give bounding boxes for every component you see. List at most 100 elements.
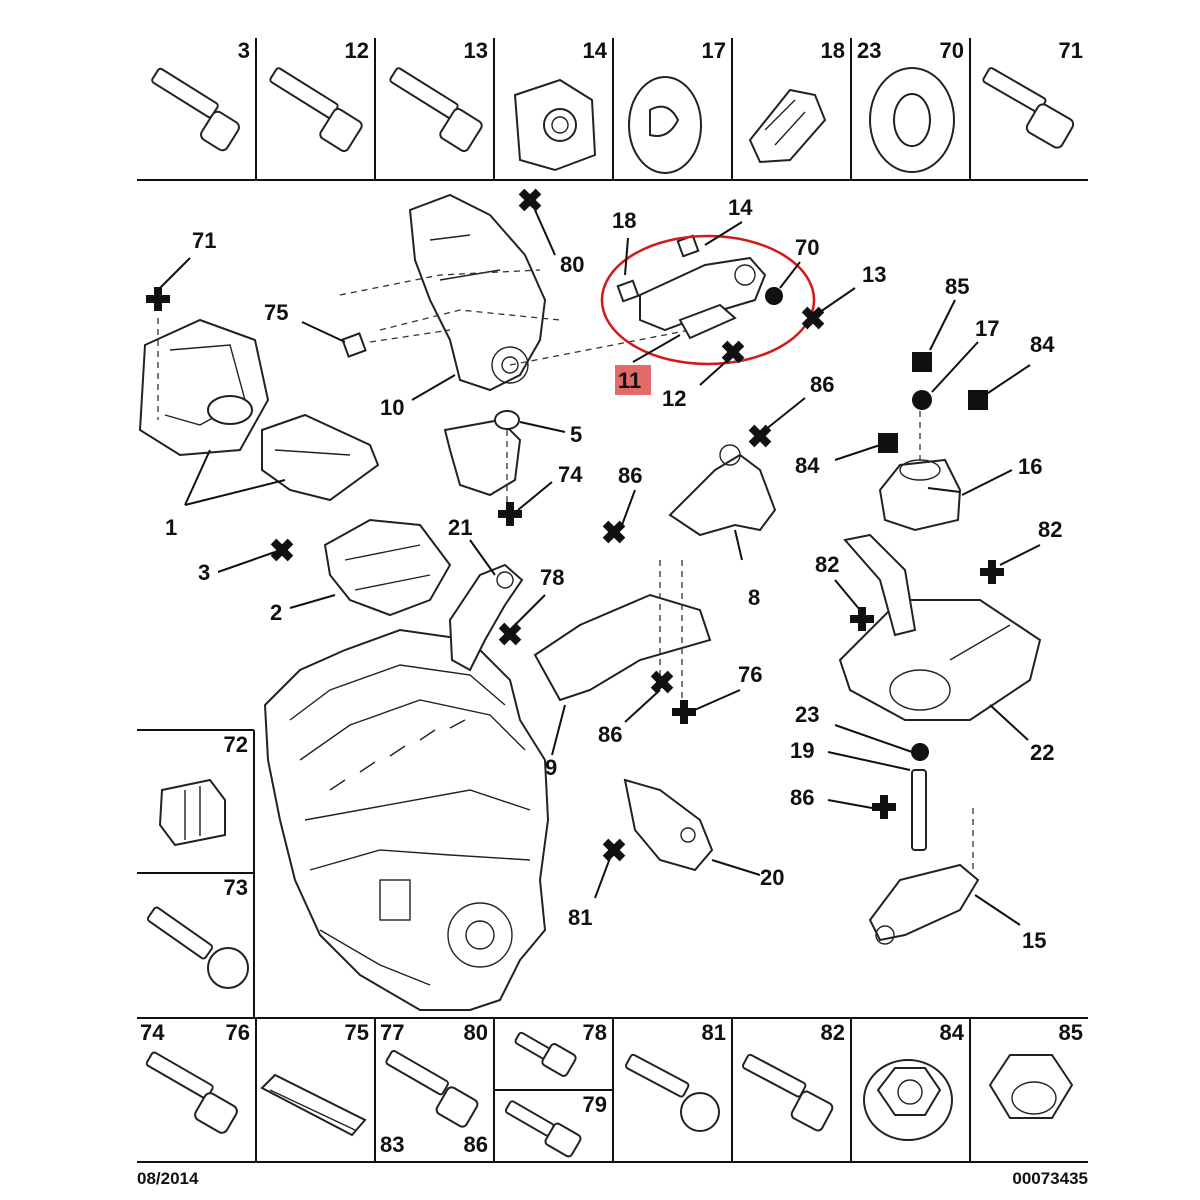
- bottom-label: 79: [583, 1092, 607, 1117]
- square-marker: [968, 390, 988, 410]
- callout-8: 8: [748, 585, 760, 610]
- stud-19: [911, 743, 974, 870]
- callout-86-d: 86: [790, 785, 814, 810]
- plus-marker: [498, 502, 522, 526]
- bracket-20: [623, 778, 714, 872]
- callout-82-a: 82: [1038, 517, 1062, 542]
- callout-19: 19: [790, 738, 814, 763]
- support-plate-22: [838, 533, 1042, 721]
- callouts: 71 75 80 10 5 74 18 14 70 13 11 12 86 85…: [165, 195, 1062, 953]
- flat-washer-icon: [869, 67, 955, 173]
- plus-marker: [850, 607, 874, 631]
- part-11-highlight: [615, 365, 651, 395]
- top-label: 23: [857, 38, 881, 63]
- callout-81: 81: [568, 905, 592, 930]
- cross-marker: [602, 838, 626, 862]
- heat-shield-9: [533, 560, 712, 705]
- bracket-15: [868, 863, 980, 945]
- callout-86-c: 86: [598, 722, 622, 747]
- bottom-label: 85: [1059, 1020, 1083, 1045]
- callout-23: 23: [795, 702, 819, 727]
- plus-marker: [980, 560, 1004, 584]
- leader-lines: [159, 209, 1041, 926]
- bolt-icon: [151, 67, 240, 152]
- callout-85: 85: [945, 274, 969, 299]
- bottom-label: 77: [380, 1020, 404, 1045]
- callout-14: 14: [728, 195, 753, 220]
- callout-86-a: 86: [810, 372, 834, 397]
- callout-3: 3: [198, 560, 210, 585]
- callout-84-b: 84: [795, 453, 820, 478]
- callout-2: 2: [270, 600, 282, 625]
- callout-84-a: 84: [1030, 332, 1055, 357]
- callout-15: 15: [1022, 928, 1046, 953]
- callout-17: 17: [975, 316, 999, 341]
- cross-marker: [801, 306, 825, 330]
- callout-20: 20: [760, 865, 784, 890]
- bottom-label: 74: [140, 1020, 165, 1045]
- callout-70: 70: [795, 235, 819, 260]
- bottom-label: 78: [583, 1020, 607, 1045]
- callout-12: 12: [662, 386, 686, 411]
- callout-9: 9: [545, 755, 557, 780]
- clip-nut-icon: [513, 78, 597, 172]
- engine-support-bracket: [408, 193, 547, 392]
- clip-icon: [748, 88, 827, 164]
- hex-nut-icon: [988, 1054, 1074, 1119]
- bracket-21: [448, 563, 524, 672]
- callout-74: 74: [558, 462, 583, 487]
- callout-22: 22: [1030, 740, 1054, 765]
- square-marker: [912, 352, 932, 372]
- bottom-label: 82: [821, 1020, 845, 1045]
- callout-80: 80: [560, 252, 584, 277]
- footer-ref: 00073435: [1012, 1169, 1088, 1188]
- connector-bracket: [261, 413, 380, 502]
- cross-marker: [721, 340, 745, 364]
- plus-marker: [872, 795, 896, 819]
- top-label: 18: [821, 38, 845, 63]
- top-label: 70: [940, 38, 964, 63]
- callout-71: 71: [192, 228, 216, 253]
- highlight-ring: [600, 234, 816, 366]
- plus-marker: [146, 287, 170, 311]
- footer-date: 08/2014: [137, 1169, 199, 1188]
- engine-block: [263, 628, 550, 1011]
- bottom-label: 83: [380, 1132, 404, 1157]
- bottom-label: 76: [226, 1020, 250, 1045]
- cross-marker: [650, 670, 674, 694]
- top-label: 14: [583, 38, 608, 63]
- sleeve-icon: [260, 1073, 367, 1137]
- callout-76: 76: [738, 662, 762, 687]
- cross-marker: [498, 622, 522, 646]
- callout-16: 16: [1018, 454, 1042, 479]
- spacer-icon: [341, 332, 367, 358]
- bracket-5: [443, 410, 522, 510]
- callout-5: 5: [570, 422, 582, 447]
- bolt-icon: [389, 67, 483, 153]
- top-row-labels: 3 12 13 14 17 18 23 70 71: [238, 38, 1083, 63]
- bolt-icon: [385, 1050, 479, 1128]
- bolt-icon: [514, 1031, 577, 1077]
- bottom-label: 81: [702, 1020, 726, 1045]
- callout-21: 21: [448, 515, 472, 540]
- engine-mount-16: [878, 400, 962, 532]
- top-row-grid: [137, 38, 1088, 181]
- callout-10: 10: [380, 395, 404, 420]
- left-label: 72: [224, 732, 248, 757]
- bolt-icon: [742, 1053, 834, 1132]
- bolt-icon: [982, 67, 1075, 149]
- dashed-guides: [339, 269, 691, 366]
- callout-13: 13: [862, 262, 886, 287]
- top-label: 17: [702, 38, 726, 63]
- callout-86-b: 86: [618, 463, 642, 488]
- bottom-label: 80: [464, 1020, 488, 1045]
- bottom-label: 75: [345, 1020, 369, 1045]
- washer-icon: [628, 76, 702, 174]
- callout-18: 18: [612, 208, 636, 233]
- top-label: 12: [345, 38, 369, 63]
- engine-mount-left: [138, 318, 270, 457]
- cross-marker: [270, 538, 294, 562]
- bolt-icon: [269, 67, 363, 153]
- left-column-grid: [137, 729, 255, 1018]
